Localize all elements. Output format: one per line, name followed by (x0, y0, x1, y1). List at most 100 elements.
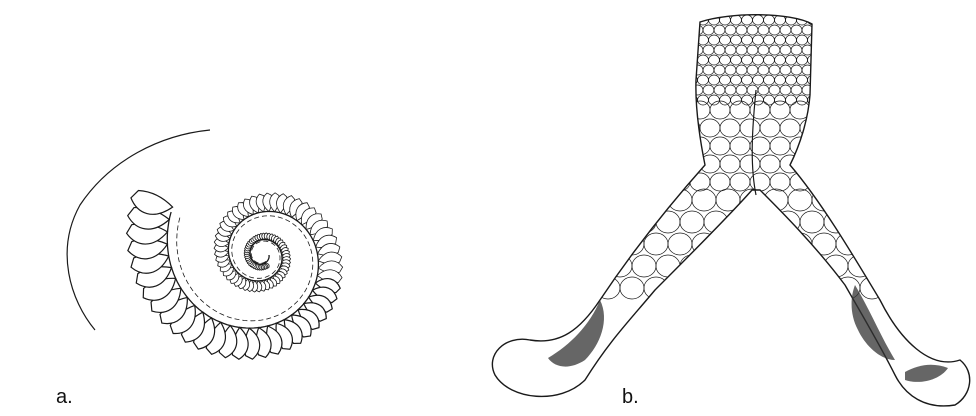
fork-cell (548, 189, 572, 211)
fork-cell (830, 15, 841, 25)
fork-cell (819, 35, 830, 45)
fork-cell (808, 15, 819, 25)
fork-cell (835, 45, 846, 55)
fork-cell (676, 35, 687, 45)
fork-cell (846, 45, 857, 55)
fork-cell (654, 95, 665, 105)
fork-cell (868, 45, 879, 55)
fork-cell (874, 95, 885, 105)
fork-cell (654, 55, 665, 65)
fork-cell (643, 75, 654, 85)
fork-cell (637, 85, 648, 95)
fork-cell (676, 55, 687, 65)
fork-cell (830, 173, 850, 191)
fork-cell (650, 101, 670, 119)
fork-cell (610, 101, 630, 119)
fork-cell (868, 65, 879, 75)
fork-cell (648, 65, 659, 75)
fork-cell (555, 15, 566, 25)
fork-cell (860, 119, 880, 137)
fork-cell (810, 101, 830, 119)
fork-cell (588, 15, 599, 25)
fork-cell (566, 75, 577, 85)
fork-cell (571, 85, 582, 95)
fork-cell (820, 155, 840, 173)
fork-cell (560, 255, 584, 277)
fork-cell (884, 189, 908, 211)
fork-cell (577, 95, 588, 105)
fork-cell (840, 155, 860, 173)
fork-cell (599, 35, 610, 45)
fork-cell (852, 95, 863, 105)
fork-cell (599, 55, 610, 65)
fork-cell (813, 65, 824, 75)
fork-cell (620, 155, 640, 173)
fork-cell (560, 45, 571, 55)
fork-cell (570, 101, 590, 119)
fork-cell (659, 65, 670, 75)
fork-cell (868, 85, 879, 95)
fork-cell (566, 35, 577, 45)
fork-cell (560, 25, 571, 35)
fork-cell (665, 35, 676, 45)
fork-cell (640, 155, 660, 173)
fork-cell (885, 55, 896, 65)
fork-cell (835, 85, 846, 95)
fork-cell (550, 173, 570, 191)
fork-cell (846, 25, 857, 35)
fork-cell (788, 277, 812, 299)
fork-cell (615, 65, 626, 75)
fork-cell (728, 211, 752, 233)
fork-cell (659, 85, 670, 95)
fork-cell (885, 95, 896, 105)
fork-cell (615, 45, 626, 55)
fork-cell (819, 15, 830, 25)
fork-cell (680, 155, 700, 173)
fork-cell (885, 35, 896, 45)
fork-cell (852, 75, 863, 85)
fork-cell (584, 211, 608, 233)
fork-cell (550, 101, 570, 119)
fork-cell (670, 85, 681, 95)
fork-cell (560, 211, 584, 233)
fork-cell (588, 55, 599, 65)
fork-cell (752, 211, 776, 233)
fork-cell (830, 95, 841, 105)
fork-cell (681, 65, 692, 75)
fork-cell (819, 75, 830, 85)
fork-cell (600, 119, 620, 137)
fork-cell (604, 25, 615, 35)
fork-cell (704, 255, 728, 277)
fork-cell (884, 233, 908, 255)
fork-cell (640, 119, 660, 137)
fork-cell (582, 45, 593, 55)
fork-cell (593, 65, 604, 75)
fork-cell (660, 155, 680, 173)
spiral-guide-line (177, 216, 313, 321)
fork-cell (824, 65, 835, 75)
fork-cell (620, 189, 644, 211)
fork-cell (800, 255, 824, 277)
fork-cell (580, 119, 600, 137)
fork-cell (670, 65, 681, 75)
fork-cell (610, 15, 621, 25)
fork-cell (604, 65, 615, 75)
fork-cell (632, 211, 656, 233)
fork-cell (860, 233, 884, 255)
fork-cell (835, 25, 846, 35)
fork-cell (824, 45, 835, 55)
fork-cell (879, 25, 890, 35)
fork-cell (570, 173, 590, 191)
fork-cell (840, 119, 860, 137)
fork-cell (850, 137, 870, 155)
fork-cell (874, 35, 885, 45)
fork-cell (728, 255, 752, 277)
fork-cell (670, 137, 690, 155)
fork-cell (590, 173, 610, 191)
fork-cell (615, 25, 626, 35)
fork-cell (872, 211, 896, 233)
fork-cell (610, 75, 621, 85)
fork-cell (659, 45, 670, 55)
fork-cell (650, 173, 670, 191)
fork-cell (632, 55, 643, 65)
